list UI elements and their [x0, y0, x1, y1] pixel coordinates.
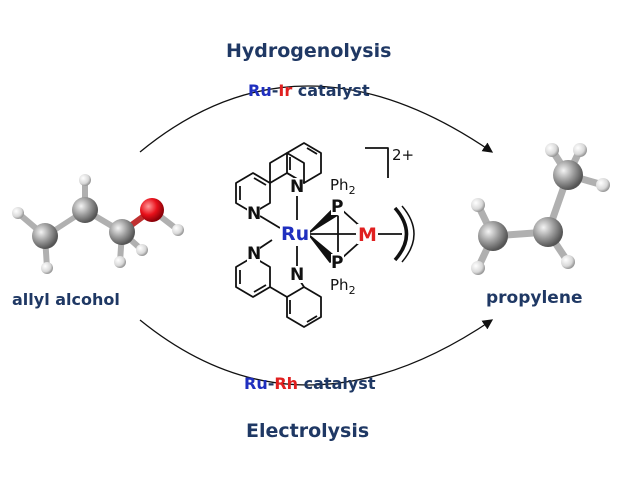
p-atom-top: P [331, 197, 343, 217]
catalyst-bottom-dash: - [267, 374, 275, 393]
catalyst-bottom-ru: Ru [244, 374, 268, 393]
product-label: propylene [486, 288, 583, 308]
ru-center-label: Ru [281, 223, 309, 245]
reactant-label: allyl alcohol [12, 290, 120, 309]
ph2-top-label: Ph2 [330, 176, 356, 197]
n-atom-4: N [290, 265, 304, 285]
catalyst-ru-rh: Ru-Rh catalyst [244, 374, 375, 393]
n-atom-2: N [290, 177, 304, 197]
catalyst-top-dash: - [271, 81, 279, 100]
catalyst-bottom-text: catalyst [298, 374, 376, 393]
arrow-top [139, 85, 494, 153]
title-hydrogenolysis: Hydrogenolysis [226, 40, 392, 62]
catalyst-top-ir: Ir [278, 81, 293, 100]
p-atom-bottom: P [331, 253, 343, 273]
ph2-bottom-label: Ph2 [330, 276, 356, 297]
catalyst-bottom-rh: Rh [274, 374, 299, 393]
n-atom-1: N [247, 204, 261, 224]
catalyst-top-ru: Ru [248, 81, 272, 100]
catalyst-ru-ir: Ru-Ir catalyst [248, 81, 370, 100]
arrow-bottom [139, 319, 494, 386]
ru-complex [235, 142, 415, 328]
n-atom-3: N [247, 244, 261, 264]
propylene-model [471, 143, 610, 275]
charge-label: 2+ [392, 146, 414, 164]
metal-m-label: M [358, 224, 377, 246]
title-electrolysis: Electrolysis [246, 420, 370, 442]
allyl-alcohol-model [12, 174, 184, 274]
catalyst-top-text: catalyst [292, 81, 370, 100]
